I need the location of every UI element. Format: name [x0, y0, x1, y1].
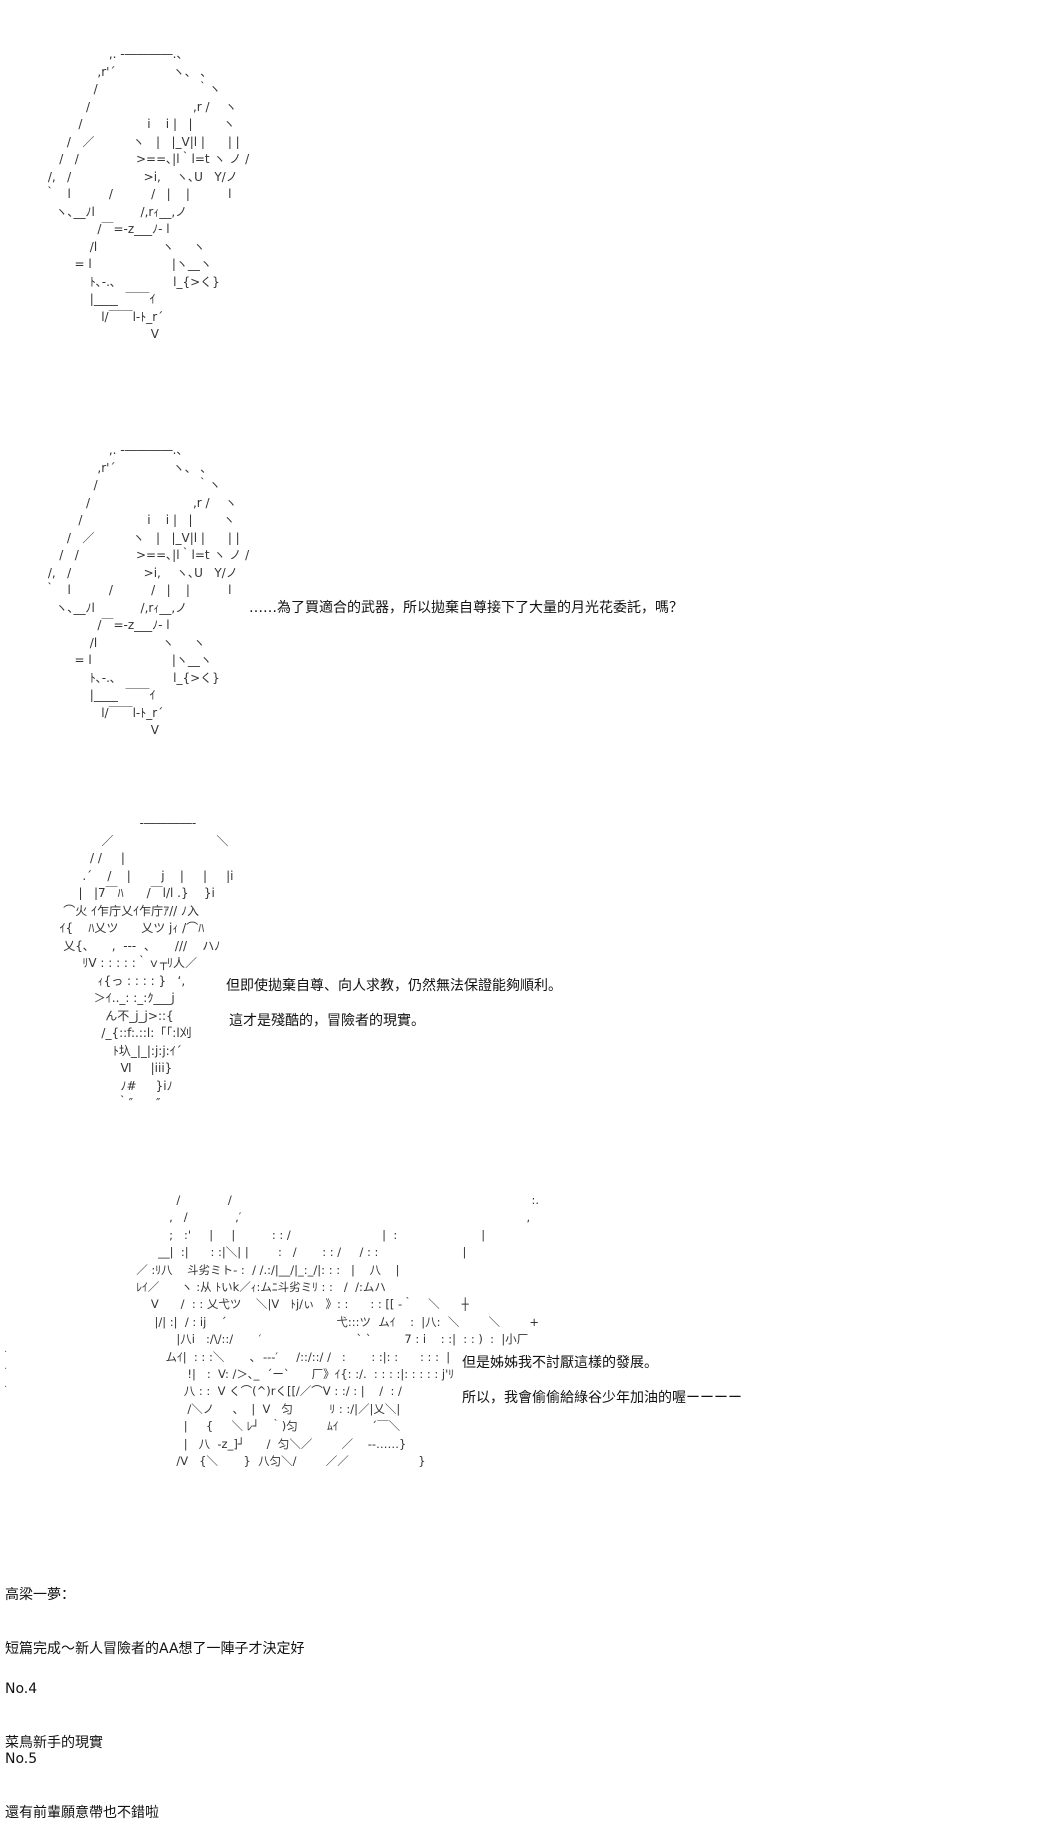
margin-dot: . — [4, 1361, 8, 1372]
dialogue-line: ……為了買適合的武器，所以拋棄自尊接下了大量的月光花委託，嗎？ — [249, 600, 683, 616]
margin-dot: . — [4, 1379, 8, 1390]
note-line: No.5 — [5, 1751, 38, 1767]
note-line: 還有前輩願意帶也不錯啦 — [5, 1805, 159, 1821]
dialogue-line: 這才是殘酷的，冒險者的現實。 — [229, 1013, 425, 1029]
note-line: 短篇完成～新人冒險者的AA想了一陣子才決定好 — [5, 1641, 305, 1657]
dialogue-line: 所以，我會偷偷給綠谷少年加油的喔ーーーー — [462, 1390, 742, 1406]
author-note: 高梁一夢： 短篇完成～新人冒險者的AA想了一陣子才決定好 — [5, 1550, 305, 1676]
dialogue-line: 但即使拋棄自尊、向人求教，仍然無法保證能夠順利。 — [226, 978, 562, 994]
note-line: No.4 — [5, 1681, 38, 1697]
ascii-art-character-4: / / :. , / ,′ — [136, 1193, 539, 1469]
chapter-note: No.5 還有前輩願意帶也不錯啦 — [5, 1714, 159, 1840]
ascii-art-character-3: ‐――――‐ ／ ＼ / / | .´ / | j | | |i | |7￣ﾊ … — [59, 816, 234, 1110]
ascii-art-character-1: ,. ‐――――.、 ,r'´ ヽ、 ､ / ｀ヽ / ,r / ヽ / i i… — [44, 47, 250, 341]
dialogue-line: 但是姊姊我不討厭這樣的發展。 — [462, 1355, 658, 1371]
chapter-note: No.4 菜鳥新手的現實 — [5, 1644, 103, 1770]
note-line: 菜鳥新手的現實 — [5, 1735, 103, 1751]
note-line: 高梁一夢： — [5, 1587, 75, 1603]
ascii-art-character-2: ,. ‐――――.、 ,r'´ ヽ、 ､ / ｀ヽ / ,r / ヽ / i i… — [44, 443, 250, 737]
margin-dot: . — [4, 1344, 8, 1355]
